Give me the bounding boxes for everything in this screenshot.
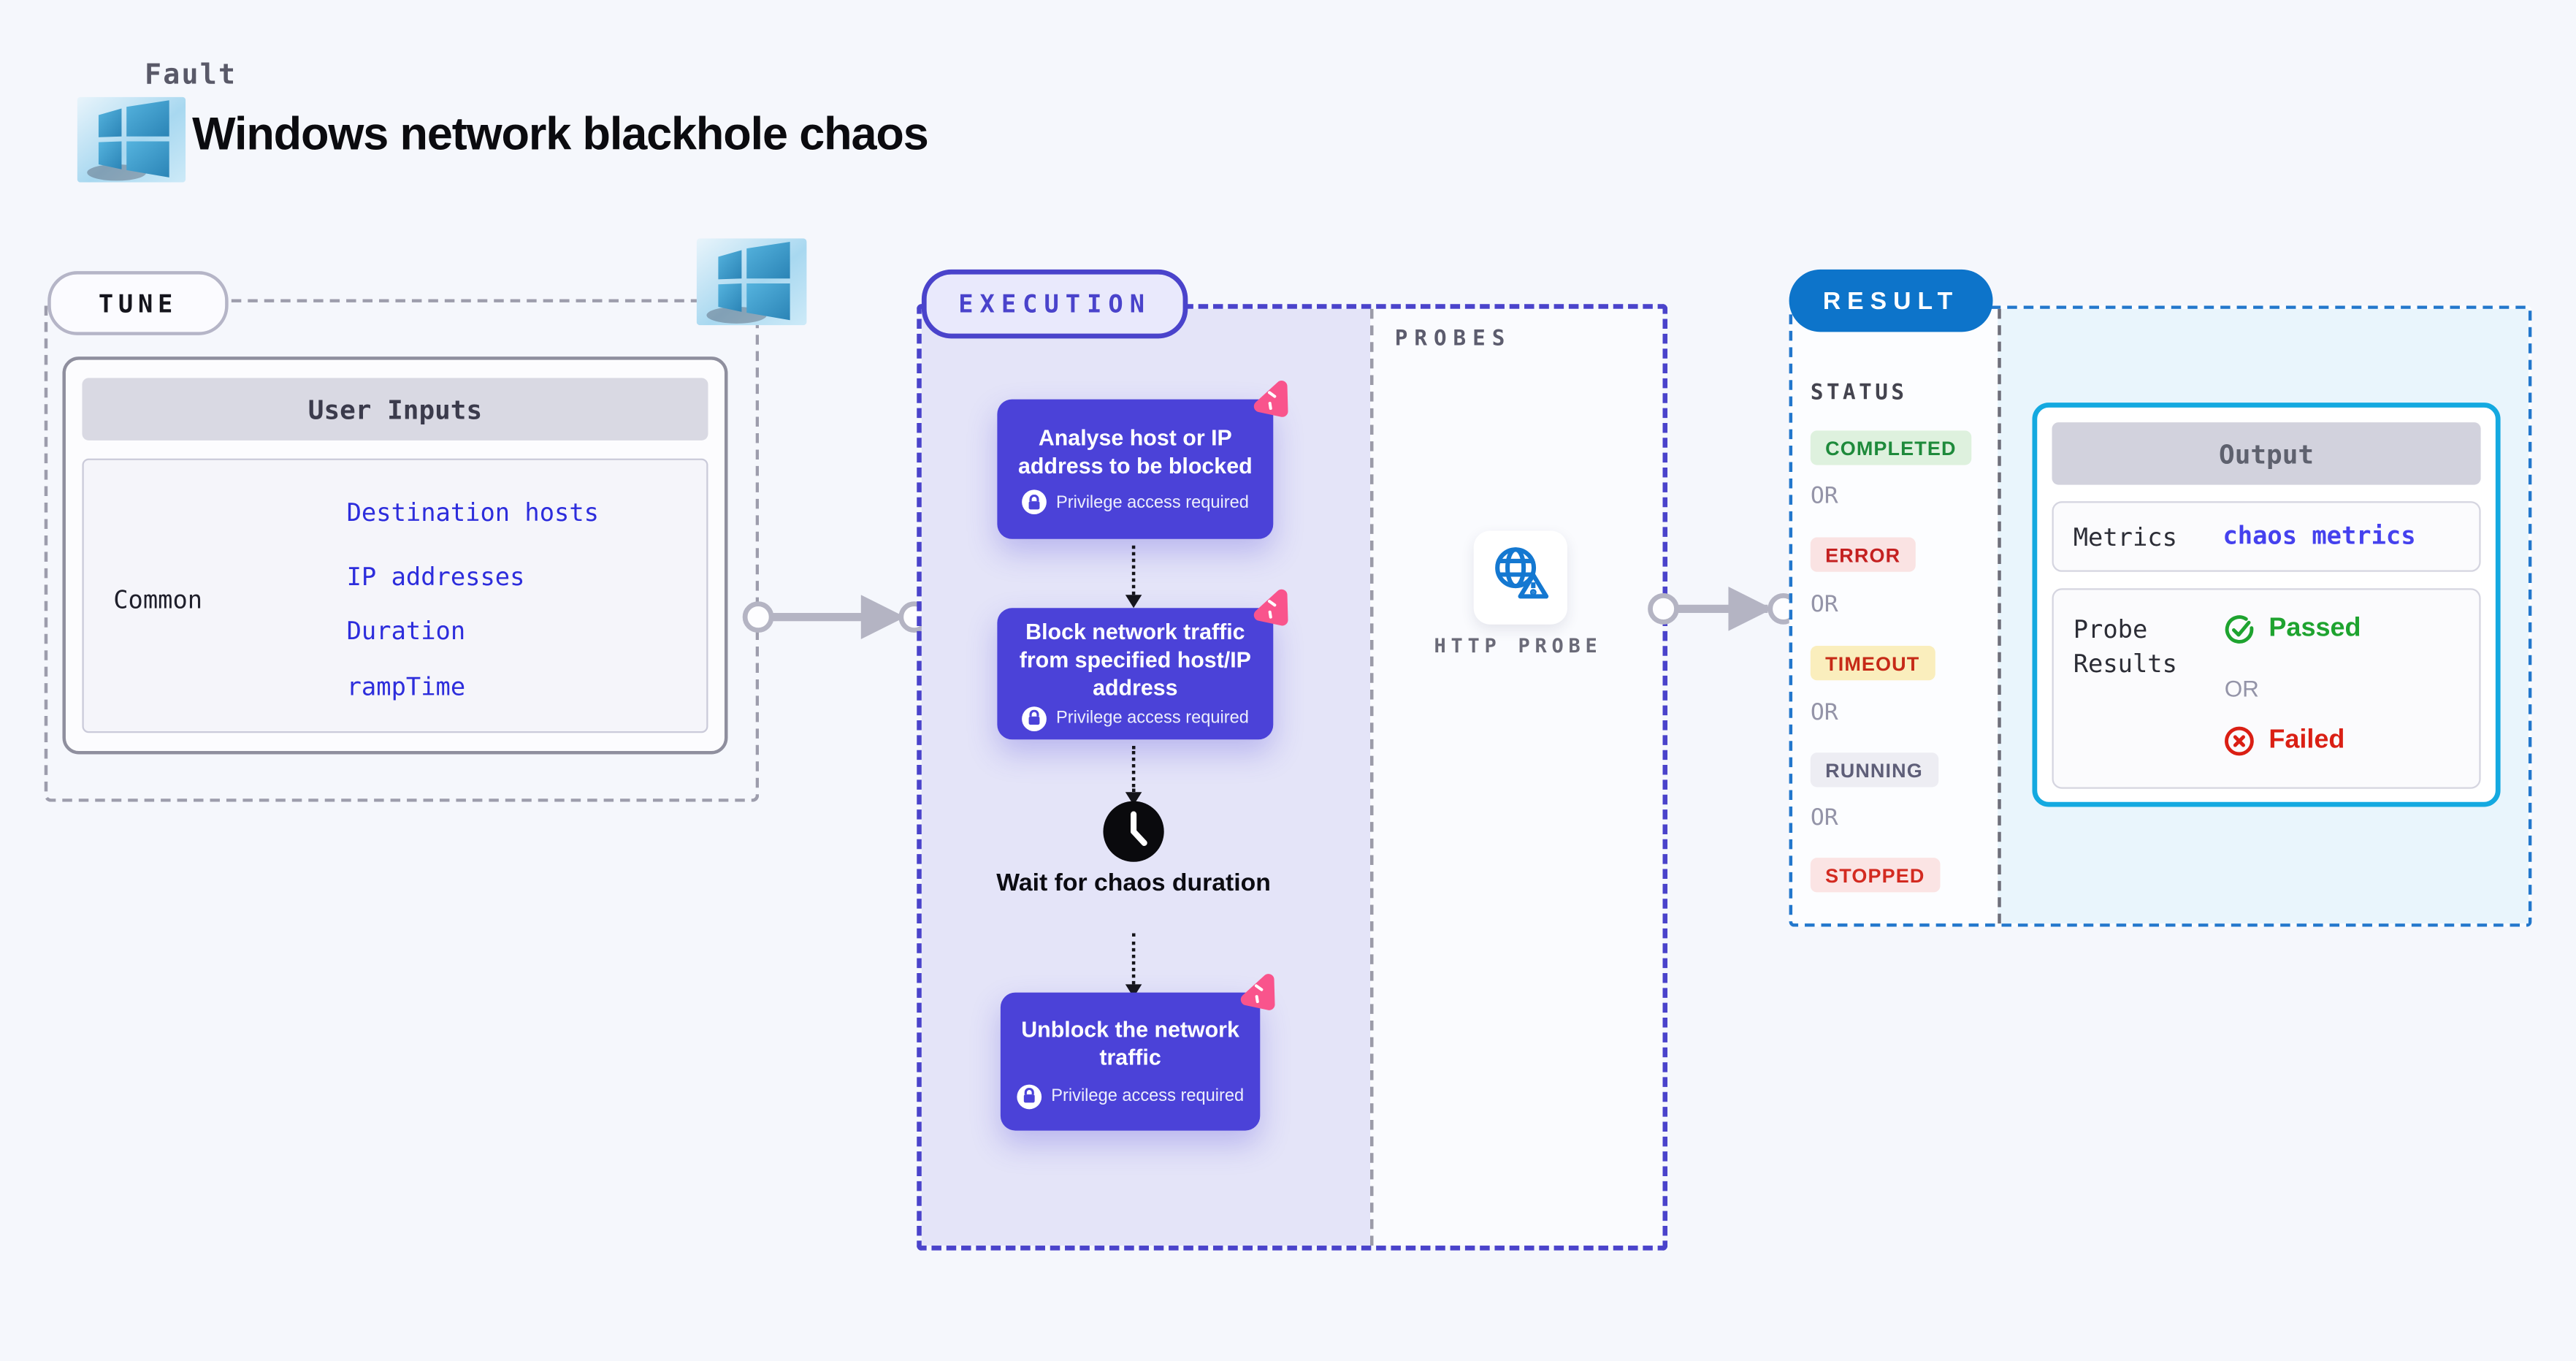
probe-results-row: Probe Results Passed OR	[2052, 588, 2481, 789]
input-ip-addresses: IP addresses	[346, 562, 525, 592]
windows-logo	[77, 96, 186, 183]
privilege-note-text: Privilege access required	[1056, 708, 1249, 728]
lock-icon	[1021, 706, 1047, 731]
probes-to-result-arrow	[1665, 604, 1768, 614]
chaos-flag-icon	[1246, 374, 1296, 431]
flow-arrowhead	[1125, 595, 1142, 609]
input-duration: Duration	[346, 616, 466, 647]
result-arrow-start-dot	[1648, 593, 1679, 625]
http-probe-card	[1473, 530, 1567, 625]
x-circle-icon	[2223, 725, 2255, 758]
execution-pill: EXECUTION	[921, 269, 1188, 339]
flow-connector	[1131, 933, 1136, 985]
privilege-note: Privilege access required	[1017, 1083, 1245, 1109]
check-circle-icon	[2223, 613, 2255, 646]
step-analyse-host: Analyse host or IP address to be blocked…	[997, 381, 1288, 539]
step-unblock-traffic: Unblock the network traffic Privilege ac…	[1000, 974, 1275, 1131]
status-badge-error: ERROR	[1810, 537, 1916, 572]
output-card: Output Metrics chaos metrics Probe Resul…	[2032, 403, 2501, 807]
tune-pill: TUNE	[47, 271, 229, 335]
privilege-note: Privilege access required	[1021, 489, 1249, 515]
step-title: Analyse host or IP address to be blocked	[1017, 425, 1253, 479]
input-ramptime: rampTime	[346, 672, 466, 702]
status-badge-stopped: STOPPED	[1810, 858, 1940, 893]
probes-section: PROBES HTTP PROBE	[1369, 308, 1663, 1246]
windows-logo-small	[696, 238, 807, 326]
wait-step-label: Wait for chaos duration	[996, 869, 1271, 898]
lock-icon	[1017, 1083, 1042, 1109]
globe-alert-icon	[1489, 542, 1551, 613]
or-separator: OR	[2224, 675, 2259, 702]
or-separator: OR	[1810, 700, 1838, 727]
page-title: Windows network blackhole chaos	[192, 108, 929, 160]
probe-results-label: Probe Results	[2073, 614, 2177, 679]
metrics-value: chaos metrics	[2223, 521, 2416, 551]
input-group-label: Common	[113, 584, 203, 615]
tune-arrow-start-dot	[742, 601, 774, 633]
tune-to-execution-arrow	[759, 613, 894, 622]
execution-section: PROBES HTTP PROBE	[917, 304, 1668, 1251]
tune-arrow-head	[860, 595, 907, 647]
user-inputs-rows: Common Destination hosts IP addresses Du…	[82, 458, 708, 733]
tune-section	[44, 299, 760, 802]
privilege-note-text: Privilege access required	[1056, 492, 1249, 512]
probe-failed: Failed	[2223, 725, 2344, 758]
step-title: Unblock the network traffic	[1021, 1016, 1239, 1070]
result-output-panel: Output Metrics chaos metrics Probe Resul…	[1998, 308, 2529, 924]
result-pill: RESULT	[1789, 269, 1993, 332]
user-inputs-title: User Inputs	[82, 378, 708, 441]
passed-label: Passed	[2269, 614, 2361, 643]
flow-connector	[1131, 746, 1136, 793]
chaos-flag-icon	[1246, 583, 1296, 640]
or-separator: OR	[1810, 591, 1838, 618]
lock-icon	[1021, 489, 1047, 515]
result-arrow-head	[1728, 587, 1774, 639]
step-block-traffic: Block network traffic from specified hos…	[997, 589, 1288, 740]
metrics-label: Metrics	[2073, 522, 2177, 552]
privilege-note: Privilege access required	[1021, 706, 1249, 731]
probe-passed: Passed	[2223, 613, 2361, 646]
metrics-row: Metrics chaos metrics	[2052, 501, 2481, 572]
result-section: STATUS COMPLETED OR ERROR OR TIMEOUT OR …	[1789, 305, 2532, 927]
flow-connector	[1131, 545, 1136, 595]
or-separator: OR	[1810, 483, 1838, 510]
status-column: STATUS COMPLETED OR ERROR OR TIMEOUT OR …	[1792, 309, 1998, 923]
or-separator: OR	[1810, 805, 1838, 832]
fault-kicker: Fault	[144, 58, 237, 92]
privilege-note-text: Privilege access required	[1051, 1086, 1245, 1106]
http-probe-label: HTTP PROBE	[1434, 634, 1602, 657]
status-badge-timeout: TIMEOUT	[1810, 646, 1935, 681]
input-destination-hosts: Destination hosts	[346, 497, 599, 528]
user-inputs-card: User Inputs Common Destination hosts IP …	[62, 357, 728, 755]
chaos-flag-icon	[1233, 967, 1283, 1024]
failed-label: Failed	[2269, 726, 2345, 755]
output-title: Output	[2052, 422, 2481, 485]
step-title: Block network traffic from specified hos…	[1019, 618, 1251, 700]
status-badge-completed: COMPLETED	[1810, 430, 1971, 465]
clock-icon	[1101, 798, 1166, 872]
status-badge-running: RUNNING	[1810, 752, 1938, 788]
status-title: STATUS	[1810, 381, 1908, 406]
probes-title: PROBES	[1394, 327, 1512, 352]
